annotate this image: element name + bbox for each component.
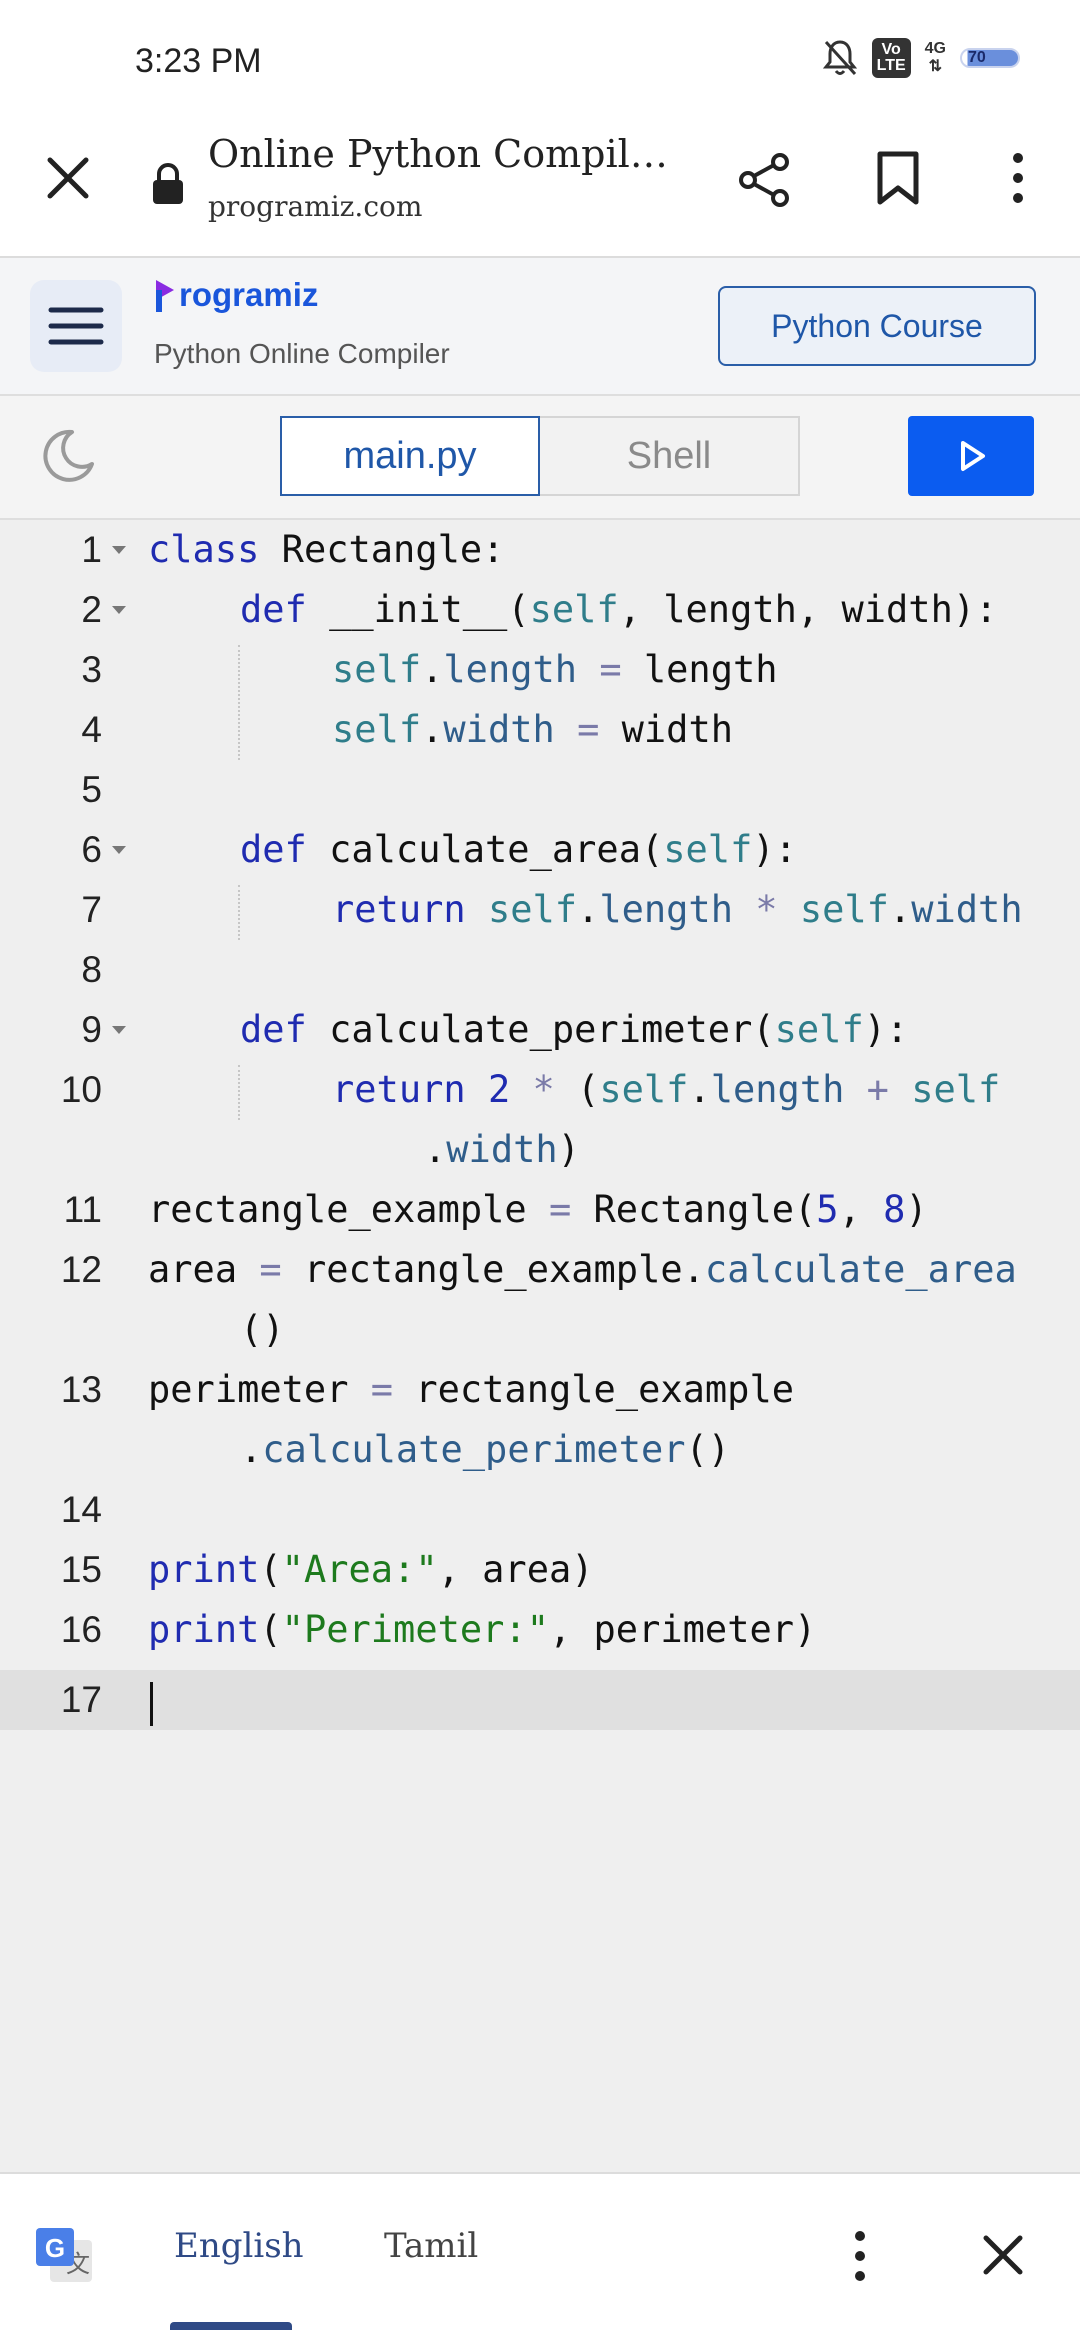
logo-text: rogramiz xyxy=(179,276,319,313)
network-4g-icon: 4G⇅ xyxy=(924,40,946,75)
code-line-wrap: .width) xyxy=(424,1128,580,1171)
code-line: 8 xyxy=(81,949,102,990)
code-line: 10 return 2 * (self.length + self xyxy=(60,1068,1001,1111)
code-line-active: 17 xyxy=(0,1670,1080,1730)
hamburger-menu-button[interactable] xyxy=(30,280,122,372)
bookmark-icon[interactable] xyxy=(872,148,924,208)
indent-guide xyxy=(238,1065,240,1120)
close-icon[interactable] xyxy=(978,2230,1028,2280)
text-cursor xyxy=(150,1682,153,1726)
code-line: 3 self.length = length xyxy=(81,648,778,691)
play-icon xyxy=(961,441,985,471)
more-options-icon[interactable] xyxy=(998,148,1038,208)
code-line-wrap: .calculate_perimeter() xyxy=(240,1428,731,1471)
active-tab-indicator xyxy=(170,2322,292,2330)
code-line: 6 def calculate_area(self): xyxy=(81,828,797,871)
indent-guide xyxy=(238,645,240,760)
close-icon[interactable] xyxy=(40,150,96,206)
fold-toggle-icon[interactable] xyxy=(112,846,126,854)
code-line: 12 area = rectangle_example.calculate_ar… xyxy=(60,1248,1017,1291)
code-line: 13 perimeter = rectangle_example xyxy=(60,1368,795,1411)
fold-toggle-icon[interactable] xyxy=(112,1026,126,1034)
programiz-logo-icon xyxy=(156,280,174,312)
code-line: 14 xyxy=(60,1489,102,1530)
language-tamil-tab[interactable]: Tamil xyxy=(384,2226,479,2266)
editor-toolbar: main.py Shell xyxy=(0,396,1080,520)
language-english-tab[interactable]: English xyxy=(174,2226,304,2266)
google-translate-icon[interactable]: 文 G xyxy=(34,2226,96,2288)
python-course-button[interactable]: Python Course xyxy=(718,286,1036,366)
browser-toolbar: Online Python Compiler ... programiz.com xyxy=(0,120,1080,258)
status-time: 3:23 PM xyxy=(135,42,262,80)
tab-main-py[interactable]: main.py xyxy=(280,416,540,496)
indent-guide xyxy=(238,885,240,940)
programiz-logo[interactable]: rogramiz xyxy=(152,276,318,314)
code-line: 15 print("Area:", area) xyxy=(60,1548,594,1591)
code-editor[interactable]: 1 class Rectangle: 2 def __init__(self, … xyxy=(0,520,1080,2172)
site-subtitle: Python Online Compiler xyxy=(154,338,450,369)
translate-bar: 文 G English Tamil xyxy=(0,2172,1080,2342)
run-button[interactable] xyxy=(908,416,1034,496)
share-icon[interactable] xyxy=(735,150,795,210)
code-line: 1 class Rectangle: xyxy=(81,528,505,571)
svg-text:G: G xyxy=(45,2233,65,2263)
battery-icon: 70 xyxy=(960,48,1020,68)
lock-icon xyxy=(153,163,183,204)
code-line: 4 self.width = width xyxy=(81,708,733,751)
bell-muted-icon xyxy=(822,40,857,76)
tab-shell[interactable]: Shell xyxy=(540,416,800,496)
code-line: 5 xyxy=(81,769,102,810)
fold-toggle-icon[interactable] xyxy=(112,546,126,554)
fold-toggle-icon[interactable] xyxy=(112,606,126,614)
page-title: Online Python Compiler ... xyxy=(208,132,678,176)
code-line: 11 rectangle_example = Rectangle(5, 8) xyxy=(63,1188,928,1231)
code-line: 2 def __init__(self, length, width): xyxy=(81,588,998,631)
hamburger-icon xyxy=(48,307,104,345)
dark-mode-moon-icon[interactable] xyxy=(38,426,98,486)
site-header: rogramiz Python Online Compiler Python C… xyxy=(0,258,1080,396)
code-line: 16 print("Perimeter:", perimeter) xyxy=(60,1608,817,1651)
code-line: 9 def calculate_perimeter(self): xyxy=(81,1008,909,1051)
code-line: 7 return self.length * self.width xyxy=(81,888,1023,931)
page-domain: programiz.com xyxy=(208,190,423,223)
more-options-icon[interactable] xyxy=(840,2226,880,2286)
code-line-wrap: () xyxy=(240,1308,285,1351)
